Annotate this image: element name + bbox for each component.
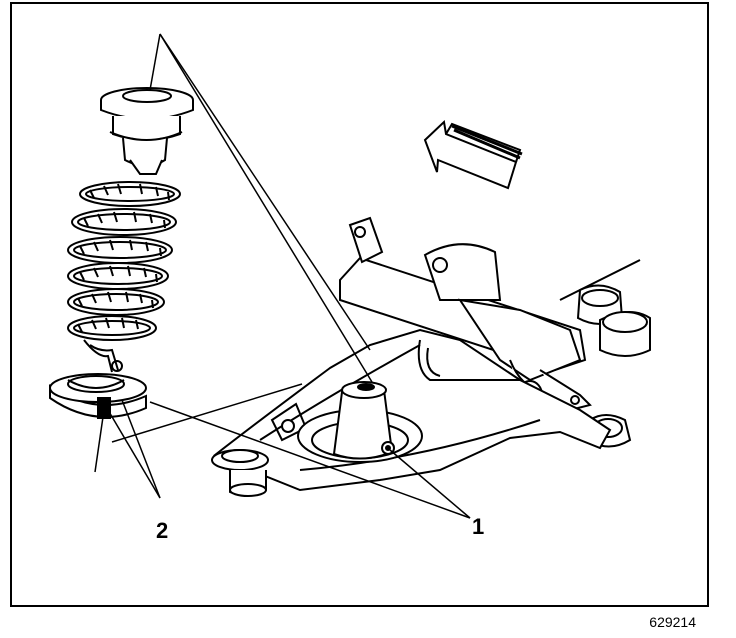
figure-border xyxy=(10,2,709,607)
lower-spring-insulator xyxy=(49,373,147,419)
frame-crossmember xyxy=(339,216,651,448)
upper-spring-insulator xyxy=(100,87,194,175)
lower-control-arm xyxy=(211,328,612,497)
callout-label-2: 2 xyxy=(156,518,169,543)
front-direction-arrow xyxy=(423,119,523,190)
callout-label-1: 1 xyxy=(472,514,485,539)
coil-spring xyxy=(67,181,181,373)
leader-lines xyxy=(94,33,471,519)
figure-id: 629214 xyxy=(649,614,696,630)
